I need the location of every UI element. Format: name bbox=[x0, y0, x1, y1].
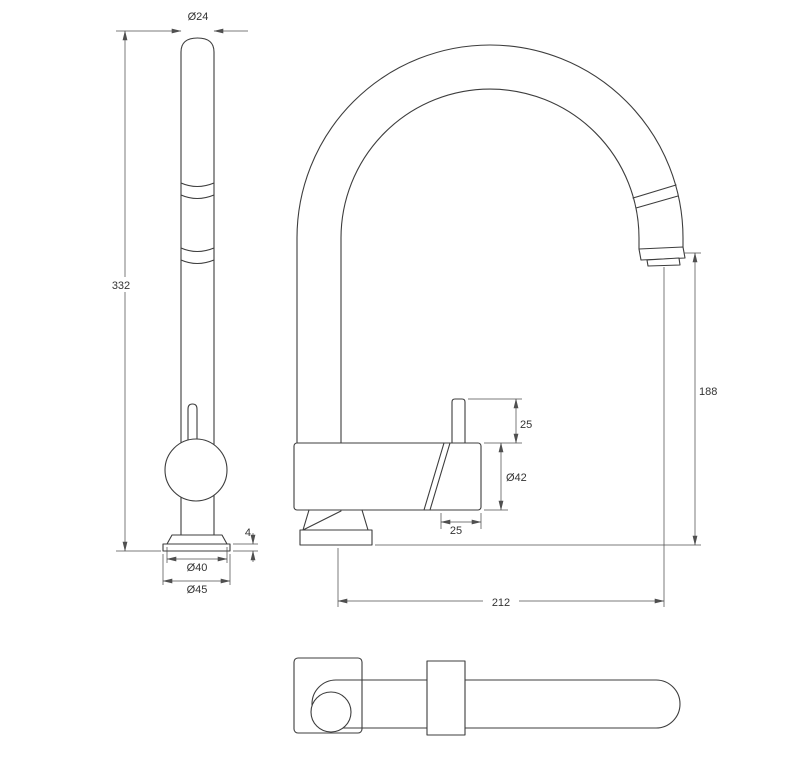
spout-arc-outer bbox=[296, 44, 684, 444]
dim-label-total-height: 332 bbox=[112, 280, 130, 292]
outlet-nozzle bbox=[646, 257, 681, 267]
base-flange-front bbox=[299, 529, 373, 546]
view-side bbox=[162, 37, 231, 552]
dim-label-body-diameter: Ø42 bbox=[506, 472, 527, 484]
base-plate-top bbox=[293, 657, 363, 734]
handle-seam bbox=[423, 442, 445, 511]
spout-arc-inner bbox=[340, 88, 640, 444]
handle-body-side bbox=[164, 438, 228, 502]
spray-head-seam bbox=[632, 184, 677, 199]
lever-stem-front bbox=[451, 398, 466, 444]
spray-head-seam bbox=[180, 194, 215, 200]
body-cylinder-front bbox=[293, 442, 482, 511]
dim-label-spout-diameter: Ø24 bbox=[188, 11, 209, 23]
base-plate-side bbox=[162, 543, 231, 552]
dim-label-plate-thickness: 4 bbox=[245, 527, 251, 539]
label-background bbox=[483, 594, 519, 609]
view-front bbox=[293, 44, 686, 546]
body-circle-top bbox=[310, 691, 352, 733]
dim-label-base-upper: Ø40 bbox=[187, 562, 208, 574]
handle-seam bbox=[429, 442, 451, 511]
label-background bbox=[104, 277, 137, 292]
neck-seam bbox=[302, 510, 342, 531]
lever-side bbox=[187, 403, 198, 443]
aerator-band bbox=[638, 246, 686, 261]
handle-top bbox=[426, 660, 466, 736]
neck-line bbox=[302, 509, 310, 531]
dim-label-base-lower: Ø45 bbox=[187, 584, 208, 596]
spray-head-seam bbox=[180, 247, 215, 253]
spray-head-seam bbox=[180, 259, 215, 265]
dim-label-lever-height: 25 bbox=[520, 419, 532, 431]
dimensions: 332 Ø24 4 Ø40 Ø45 25 bbox=[104, 11, 717, 609]
dim-label-outlet-height: 188 bbox=[699, 386, 717, 398]
base-skirt-side bbox=[166, 534, 228, 545]
view-top bbox=[293, 657, 681, 736]
dim-label-handle-width: 25 bbox=[450, 525, 462, 537]
spout-outline-top bbox=[311, 679, 681, 729]
spray-head-seam bbox=[635, 195, 679, 209]
spray-head-seam bbox=[180, 182, 215, 188]
dim-label-spout-reach: 212 bbox=[492, 597, 510, 609]
neck-line bbox=[361, 509, 369, 531]
